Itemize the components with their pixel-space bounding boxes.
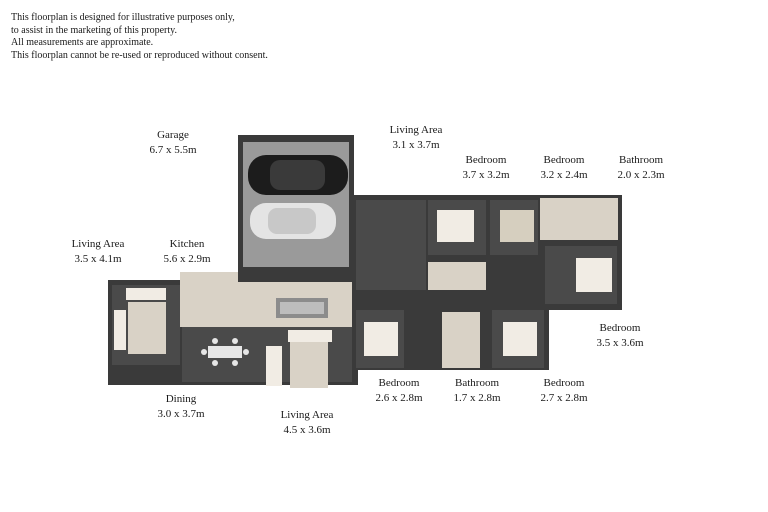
- south-east-rooms: [356, 310, 544, 368]
- room-label-bedroom-5: Bedroom 2.7 x 2.8m: [540, 376, 587, 406]
- room-size: 2.0 x 2.3m: [617, 169, 665, 181]
- kitchen-island: [276, 298, 328, 318]
- room-size: 1.7 x 2.8m: [453, 392, 501, 404]
- room-label-garage: Garage 6.7 x 5.5m: [149, 128, 196, 158]
- room-label-bedroom-4: Bedroom 2.6 x 2.8m: [375, 376, 422, 406]
- living-area-west: [112, 285, 180, 365]
- room-label-bedroom-1: Bedroom 3.7 x 3.2m: [462, 153, 509, 183]
- room-name: Living Area: [71, 238, 125, 250]
- room-label-bathroom-1: Bathroom 2.0 x 2.3m: [617, 153, 664, 183]
- room-label-living-area-west: Living Area 3.5 x 4.1m: [72, 237, 125, 267]
- room-label-bedroom-3: Bedroom 3.5 x 3.6m: [596, 321, 643, 351]
- disclaimer-line: This floorplan cannot be re-used or repr…: [11, 49, 268, 61]
- room-size: 4.5 x 3.6m: [283, 424, 331, 436]
- room-size: 6.7 x 5.5m: [149, 144, 197, 156]
- room-size: 2.6 x 2.8m: [375, 392, 423, 404]
- room-size: 3.7 x 3.2m: [462, 169, 510, 181]
- garage-cars: [248, 155, 348, 239]
- room-name: Dining: [165, 393, 197, 405]
- east-wing-rooms: [356, 198, 618, 304]
- room-size: 3.5 x 4.1m: [74, 253, 122, 265]
- room-size: 5.6 x 2.9m: [163, 253, 211, 265]
- room-name: Bedroom: [599, 322, 641, 334]
- room-name: Bedroom: [465, 154, 507, 166]
- room-label-living-area-north: Living Area 3.1 x 3.7m: [390, 123, 443, 153]
- room-size: 3.1 x 3.7m: [392, 139, 440, 151]
- room-name: Bedroom: [378, 377, 420, 389]
- room-name: Garage: [157, 129, 189, 141]
- disclaimer: This floorplan is designed for illustrat…: [11, 12, 268, 62]
- room-name: Bathroom: [619, 154, 663, 166]
- room-name: Bathroom: [455, 377, 499, 389]
- disclaimer-line: to assist in the marketing of this prope…: [11, 24, 177, 36]
- room-label-living-area-south: Living Area 4.5 x 3.6m: [281, 408, 334, 438]
- room-name: Living Area: [389, 124, 443, 136]
- disclaimer-line: All measurements are approximate.: [11, 37, 154, 49]
- room-name: Bedroom: [543, 154, 585, 166]
- room-size: 3.5 x 3.6m: [596, 337, 644, 349]
- living-area-south: [262, 327, 352, 388]
- room-size: 3.0 x 3.7m: [157, 408, 205, 420]
- room-name: Living Area: [280, 409, 334, 421]
- room-label-kitchen: Kitchen 5.6 x 2.9m: [163, 237, 210, 267]
- room-name: Kitchen: [169, 238, 205, 250]
- room-label-dining: Dining 3.0 x 3.7m: [157, 392, 204, 422]
- room-size: 2.7 x 2.8m: [540, 392, 588, 404]
- disclaimer-line: This floorplan is designed for illustrat…: [11, 12, 235, 23]
- room-label-bedroom-2: Bedroom 3.2 x 2.4m: [540, 153, 587, 183]
- room-size: 3.2 x 2.4m: [540, 169, 588, 181]
- room-name: Bedroom: [543, 377, 585, 389]
- dining-area: [182, 327, 262, 382]
- room-label-bathroom-2: Bathroom 1.7 x 2.8m: [453, 376, 500, 406]
